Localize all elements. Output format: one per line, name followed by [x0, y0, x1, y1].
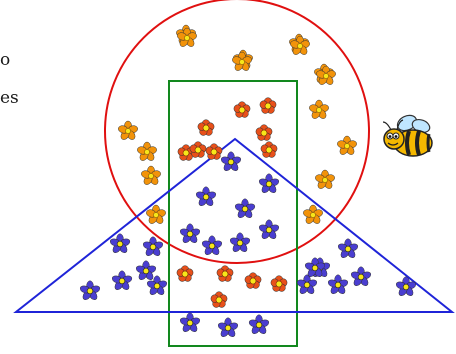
red-flower-icon [232, 101, 252, 120]
orange-flower-icon [307, 99, 331, 121]
cut-text-line-2: es [0, 88, 19, 108]
blue-flower-icon [257, 219, 281, 241]
red-flower-icon [269, 275, 289, 294]
blue-flower-icon [247, 314, 271, 336]
red-flower-group [175, 97, 289, 310]
orange-flower-icon [116, 120, 140, 142]
blue-flower-icon [394, 276, 418, 298]
blue-flower-icon [257, 173, 281, 195]
red-flower-icon [175, 265, 195, 284]
red-flower-icon [243, 272, 263, 291]
orange-flower-icon [313, 169, 337, 191]
blue-flower-icon [78, 280, 102, 302]
blue-flower-icon [219, 151, 243, 173]
blue-flower-icon [134, 260, 158, 282]
blue-flower-icon [295, 274, 319, 296]
blue-flower-icon [216, 317, 240, 339]
red-circle [104, 0, 370, 264]
blue-flower-icon [326, 274, 350, 296]
blue-flower-icon [141, 236, 165, 258]
blue-triangle [13, 137, 455, 313]
red-flower-icon [209, 291, 229, 310]
orange-flower-icon [139, 165, 163, 187]
blue-flower-icon [349, 266, 373, 288]
blue-flower-icon [233, 198, 257, 220]
orange-flower-icon [335, 135, 359, 157]
blue-flower-icon [194, 186, 218, 208]
blue-flower-icon [336, 238, 360, 260]
bee-icon [382, 114, 433, 157]
red-flower-icon [254, 124, 274, 143]
blue-flower-icon [178, 223, 202, 245]
red-flower-icon [196, 119, 216, 138]
red-flower-icon [204, 143, 224, 162]
blue-flower-icon [110, 270, 134, 292]
red-flower-icon [259, 141, 279, 160]
red-flower-icon [258, 97, 278, 116]
blue-flower-group [78, 151, 418, 339]
blue-flower-icon [228, 232, 252, 254]
blue-flower-icon [178, 312, 202, 334]
green-rectangle [168, 80, 298, 347]
orange-flower-group [116, 24, 359, 226]
orange-flower-icon [135, 141, 159, 163]
red-flower-icon [215, 265, 235, 284]
cut-text-line-1: o [0, 50, 11, 70]
blue-flower-icon [200, 235, 224, 257]
